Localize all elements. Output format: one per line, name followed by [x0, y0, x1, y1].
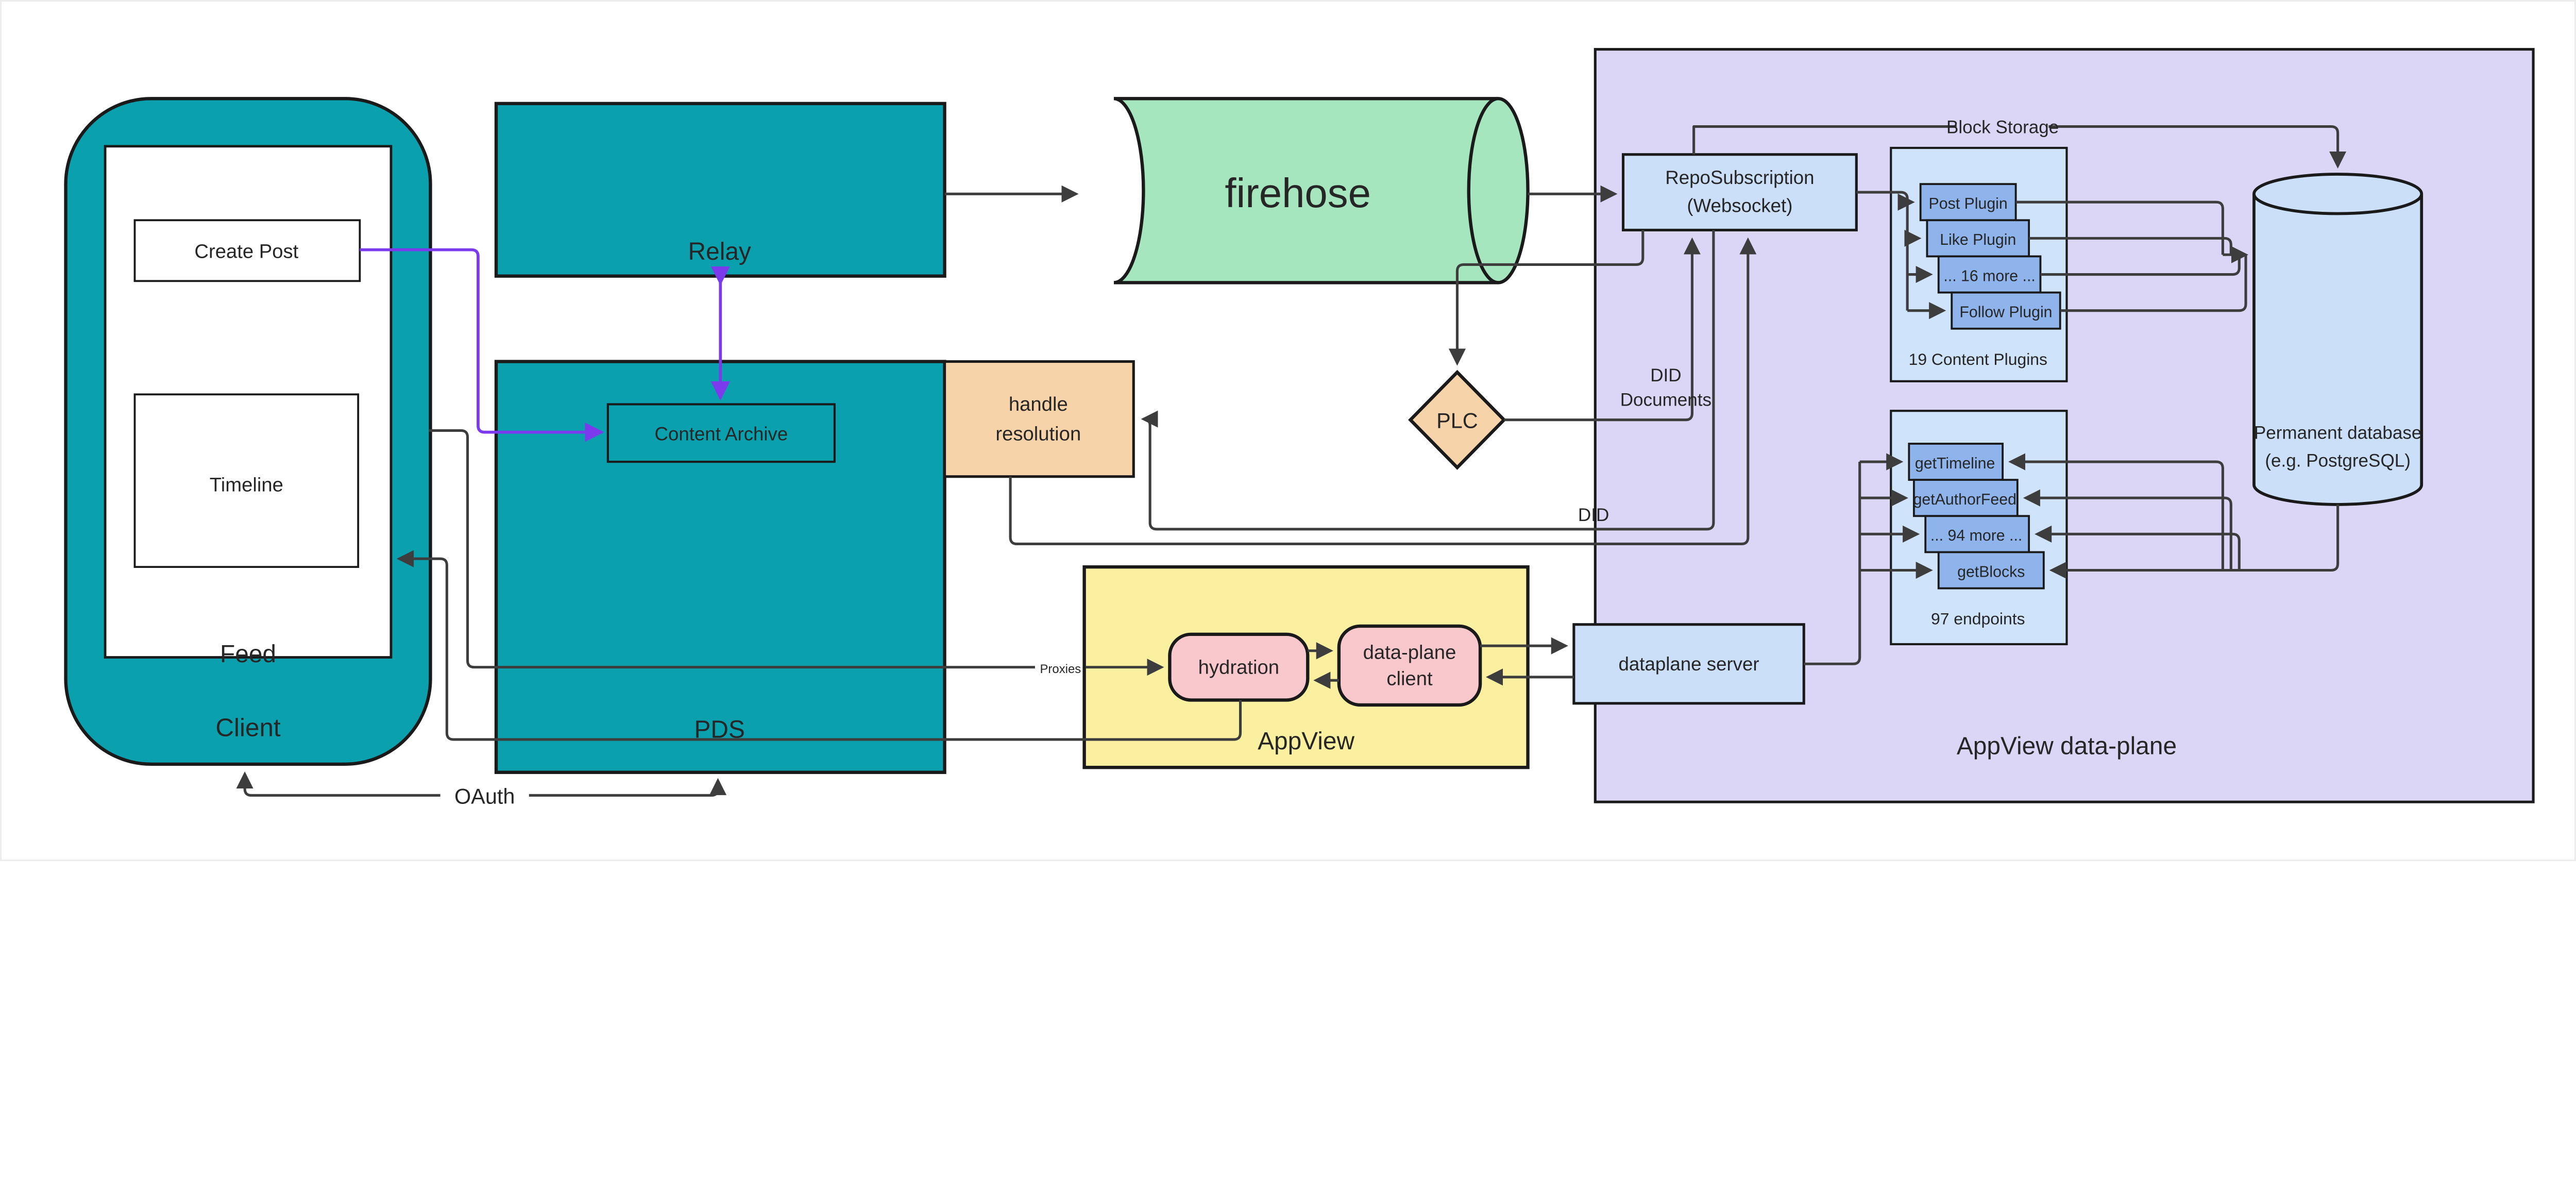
relay-label: Relay [688, 238, 751, 265]
database-label-2: (e.g. PostgreSQL) [2265, 451, 2411, 471]
appview-dataplane-label: AppView data-plane [1957, 733, 2177, 760]
architecture-diagram: AppView data-plane Create Post Timeline … [0, 0, 2576, 861]
edge-blockstorage-right [2048, 125, 2347, 169]
endpoint-gettimeline-label: getTimeline [1915, 455, 1995, 472]
handle-resolution-label-1: handle [1009, 393, 1068, 415]
endpoint-getauthorfeed [1913, 479, 2019, 517]
database-cylinder-body [2252, 194, 2424, 506]
oauth-label: OAuth [454, 784, 515, 808]
firehose-cylinder-lid [1467, 97, 1499, 284]
dataplane-server-label: dataplane server [1619, 653, 1759, 675]
edge-createpost-contentarchive [360, 248, 604, 442]
hydration-node [1168, 632, 1310, 702]
database-cylinder-top [2252, 173, 2424, 215]
database-label-1: Permanent database [2254, 423, 2422, 443]
did-label: DID [1578, 505, 1609, 525]
plugin-like [1926, 219, 2030, 258]
dataplane-client-label-1: data-plane [1363, 642, 1456, 664]
plugin-follow-label: Follow Plugin [1959, 304, 2052, 321]
create-post-box [133, 219, 361, 282]
endpoint-getblocks-label: getBlocks [1957, 563, 2025, 580]
content-archive-box [606, 403, 836, 463]
diagram-canvas: AppView data-plane Create Post Timeline … [0, 0, 2576, 861]
firehose-label: firehose [1225, 170, 1371, 216]
edge-database-getauthorfeed [2023, 489, 2232, 570]
plugin-more [1937, 255, 2042, 294]
timeline-label: Timeline [210, 474, 283, 496]
handle-resolution-box [943, 360, 1135, 478]
edge-client-pds-proxy [429, 429, 1035, 669]
proxies-label: Proxies [1040, 662, 1081, 676]
edge-oauth-pds [529, 778, 727, 797]
plugin-post [1919, 183, 2017, 222]
did-documents-label-2: Documents [1620, 390, 1711, 410]
content-archive-label: Content Archive [654, 424, 788, 445]
dataplane-server-box [1572, 623, 1805, 705]
edge-database-getblocks [2049, 504, 2340, 579]
repo-subscription-box [1621, 153, 1858, 231]
dataplane-client-label-2: client [1386, 668, 1433, 690]
plugins-caption: 19 Content Plugins [1909, 350, 2047, 368]
edge-handleresolution-reposub [1009, 237, 1757, 546]
repo-subscription-label-1: RepoSubscription [1665, 167, 1814, 188]
block-storage-label: Block Storage [1946, 117, 2059, 137]
edge-dpserver-endpoints-trunk [1804, 462, 1861, 665]
endpoints-caption: 97 endpoints [1931, 610, 2025, 628]
endpoint-getblocks [1937, 551, 2045, 590]
hydration-label: hydration [1198, 656, 1279, 678]
timeline-box [133, 393, 360, 568]
edge-database-more [2035, 525, 2241, 570]
plugin-follow [1951, 291, 2061, 330]
edge-reposub-handleresolution [1141, 230, 1715, 531]
plugin-more-label: ... 16 more ... [1943, 267, 2035, 284]
appview-label: AppView [1258, 728, 1354, 755]
plc-diamond [1408, 370, 1506, 470]
edge-reposub-plc [1448, 230, 1645, 366]
edge-plugin-follow-out [2060, 255, 2247, 312]
edge-plugin-post-out [2015, 200, 2224, 255]
repo-subscription-label-2: (Websocket) [1687, 195, 1792, 216]
edge-plugin-like-out [2029, 237, 2232, 255]
create-post-label: Create Post [194, 241, 298, 263]
client-label: Client [215, 714, 281, 742]
dataplane-client-node [1337, 624, 1482, 707]
edge-oauth-client [236, 771, 440, 797]
edge-blockstorage-left [1692, 125, 1957, 155]
edge-plugin-more-out [2040, 255, 2241, 276]
plugin-like-label: Like Plugin [1940, 231, 2016, 248]
plc-label: PLC [1436, 409, 1478, 433]
feed-label: Feed [220, 641, 276, 668]
did-documents-label-1: DID [1650, 365, 1681, 385]
endpoint-getauthorfeed-label: getAuthorFeed [1913, 491, 2016, 508]
plugin-post-label: Post Plugin [1929, 195, 2008, 212]
edge-appview-client [396, 550, 1242, 741]
endpoint-more-label: ... 94 more ... [1930, 527, 2022, 544]
edge-database-gettimeline [2008, 453, 2224, 570]
edge-plc-reposub [1504, 237, 1701, 422]
handle-resolution-label-2: resolution [995, 423, 1081, 445]
